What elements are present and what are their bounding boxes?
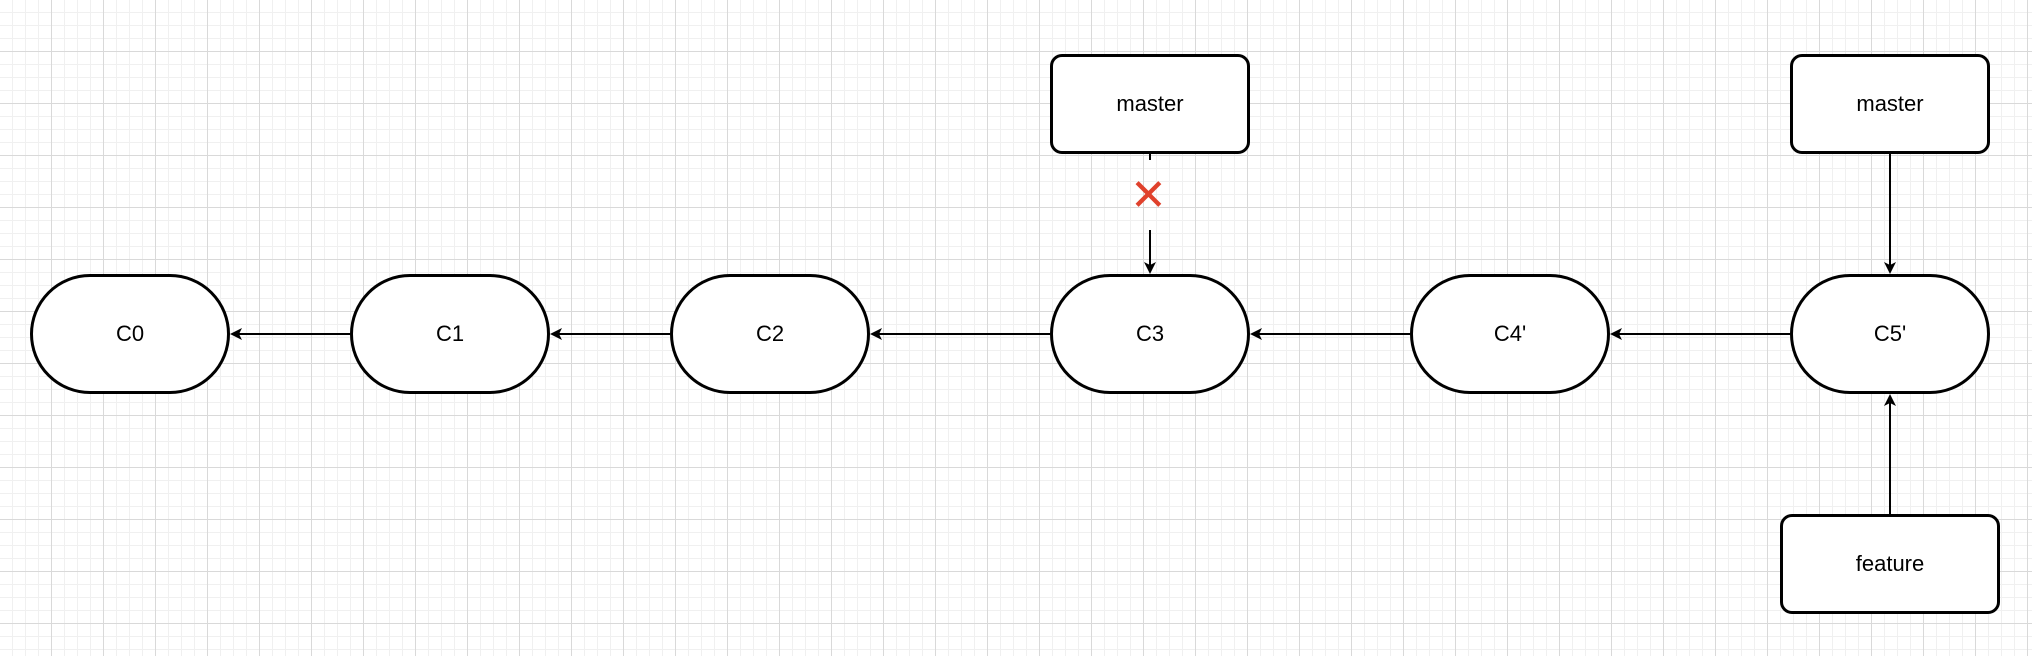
commit-node-c1[interactable]: C1	[350, 274, 550, 394]
commit-node-c2[interactable]: C2	[670, 274, 870, 394]
commit-node-c0[interactable]: C0	[30, 274, 230, 394]
commit-label: C1	[435, 321, 465, 346]
branch-box-master-old[interactable]: master	[1050, 54, 1250, 154]
branch-label: feature	[1855, 551, 1925, 576]
branch-label: master	[1116, 91, 1184, 116]
commit-node-c4-prime[interactable]: C4'	[1410, 274, 1610, 394]
branch-box-feature[interactable]: feature	[1780, 514, 2000, 614]
branch-label: master	[1856, 91, 1924, 116]
commit-label: C0	[115, 321, 145, 346]
commit-node-c5-prime[interactable]: C5'	[1790, 274, 1990, 394]
cross-mark-icon: ✕	[1130, 170, 1167, 221]
commit-label: C5'	[1873, 321, 1907, 346]
commit-label: C3	[1135, 321, 1165, 346]
branch-box-master-new[interactable]: master	[1790, 54, 1990, 154]
commit-node-c3[interactable]: C3	[1050, 274, 1250, 394]
commit-label: C4'	[1493, 321, 1527, 346]
commit-label: C2	[755, 321, 785, 346]
